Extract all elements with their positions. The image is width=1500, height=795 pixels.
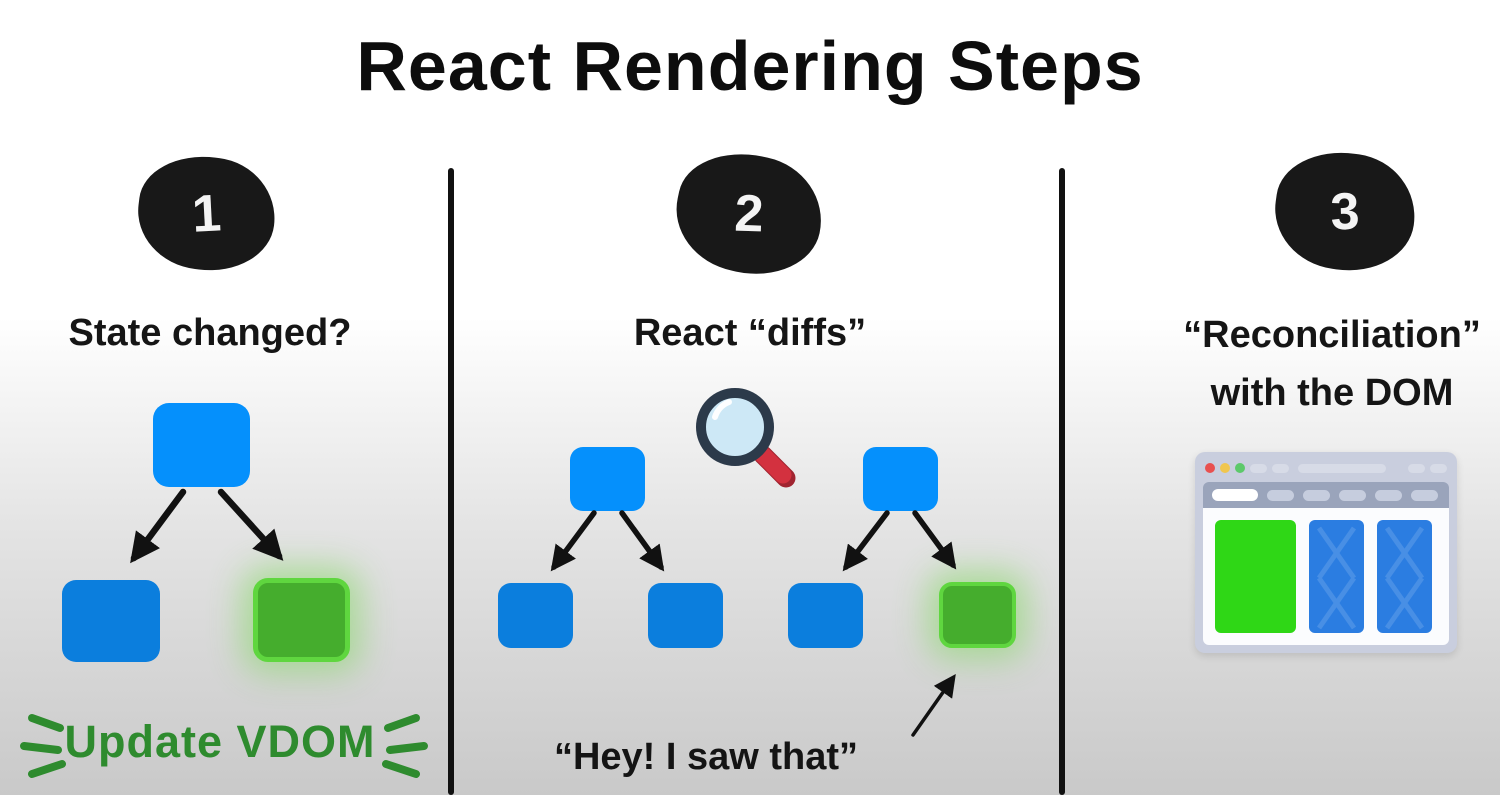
tree-arrow [619, 510, 665, 572]
browser-toolbar [1203, 482, 1449, 508]
old-tree-root-node [570, 447, 645, 511]
new-tree-left-child-node [788, 583, 863, 648]
step-1-number: 1 [190, 183, 223, 244]
step-2-number: 2 [733, 184, 765, 244]
address-bar-pill [1212, 489, 1258, 501]
step-3-number: 3 [1329, 182, 1361, 241]
browser-titlebar [1203, 458, 1449, 478]
traffic-light-red-icon [1205, 463, 1215, 473]
browser-window-icon [1195, 452, 1457, 653]
traffic-light-green-icon [1235, 463, 1245, 473]
page-title: React Rendering Steps [356, 27, 1144, 105]
tree-arrow [842, 510, 890, 572]
step-1-heading: State changed? [68, 312, 352, 354]
toolbar-pill [1303, 489, 1330, 501]
toolbar-pill [1411, 489, 1438, 501]
tree-arrow [130, 488, 187, 564]
pointer-arrow [911, 673, 956, 737]
toolbar-pill [1375, 489, 1402, 501]
step-3-heading-line1: “Reconciliation” [1183, 314, 1481, 356]
step-3-heading-line2: with the DOM [1210, 372, 1454, 414]
step-1-badge: 1 [140, 158, 273, 269]
update-vdom-caption: Update VDOM [64, 716, 376, 767]
old-tree-right-child-node [648, 583, 723, 648]
tree-arrow [217, 488, 284, 561]
hey-i-saw-that-caption: “Hey! I saw that” [553, 736, 859, 778]
step-2-heading: React “diffs” [633, 312, 867, 354]
old-tree-left-child-node [498, 583, 573, 648]
titlebar-pill [1408, 463, 1425, 473]
vdom-root-node [153, 403, 250, 487]
toolbar-pill [1339, 489, 1366, 501]
vdom-child-node-unchanged [62, 580, 160, 662]
step-3-heading: “Reconciliation” with the DOM [1132, 306, 1500, 422]
tree-arrow [912, 510, 957, 570]
vdom-child-node-changed [253, 578, 350, 662]
titlebar-pill [1272, 463, 1289, 473]
tree-arrow [550, 510, 597, 572]
dom-block-blue-2 [1377, 520, 1432, 633]
traffic-light-yellow-icon [1220, 463, 1230, 473]
titlebar-pill [1298, 463, 1386, 473]
dom-block-blue-1 [1309, 520, 1364, 633]
titlebar-pill [1250, 463, 1267, 473]
panel-divider-1 [448, 168, 454, 795]
panel-divider-2 [1059, 168, 1065, 795]
browser-content-area [1203, 508, 1449, 645]
new-tree-root-node [863, 447, 938, 511]
new-tree-changed-node [939, 582, 1016, 648]
toolbar-pill [1267, 489, 1294, 501]
dom-block-green [1215, 520, 1296, 633]
step-2-badge: 2 [679, 157, 819, 271]
magnifier-icon [696, 388, 796, 488]
titlebar-pill [1430, 463, 1447, 473]
step-3-badge: 3 [1278, 155, 1412, 268]
